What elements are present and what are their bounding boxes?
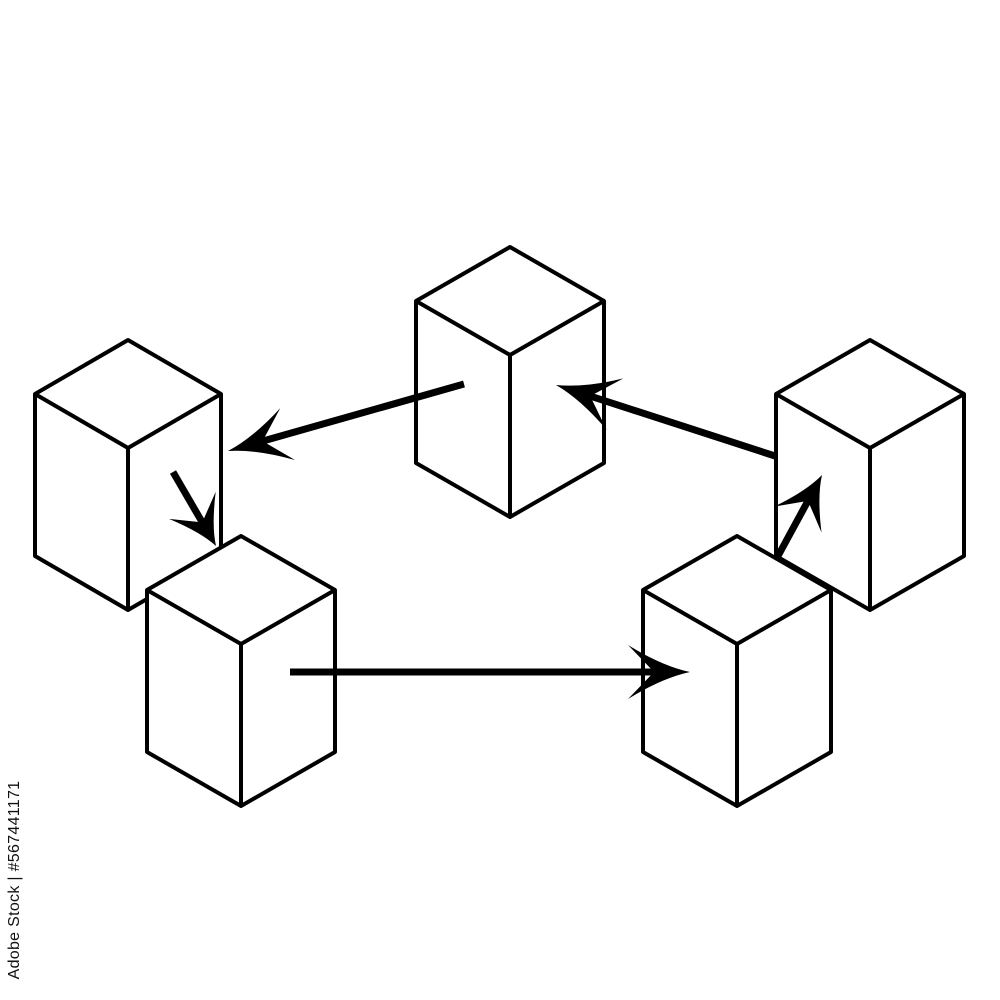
arrowhead (556, 378, 624, 430)
arrow-shaft (589, 392, 777, 460)
cube-edge-left (33, 392, 130, 450)
cube-right-block (774, 338, 966, 612)
stock-id-text: Adobe Stock | #567441171 (6, 780, 23, 980)
arrow-left-block-to-lower-left-block (169, 470, 216, 546)
cube-lower-right-block (641, 534, 833, 808)
arrow-shaft (774, 499, 812, 558)
arrowhead (628, 645, 690, 699)
arrowhead (774, 475, 822, 533)
cubes-layer (33, 245, 966, 808)
arrow-lower-left-block-to-lower-right-block (290, 645, 690, 699)
cube-edge-right (126, 392, 223, 450)
arrowhead (169, 491, 216, 546)
cube-edge-left (775, 392, 871, 450)
arrow-shaft (261, 380, 465, 445)
cube-top-block (414, 245, 606, 519)
arrow-shaft (169, 470, 206, 525)
cube-edge-right (240, 588, 336, 646)
arrowhead (228, 408, 296, 461)
arrow-right-block-to-top-block (556, 378, 777, 460)
edges-layer (169, 378, 822, 699)
cube-edge-left (642, 588, 738, 646)
cube-edge-right (509, 299, 605, 357)
stock-id-watermark: Adobe Stock | #567441171 (2, 775, 28, 985)
cube-left-block (33, 338, 223, 612)
cube-edge-right (736, 588, 832, 646)
cube-lower-left-block (145, 534, 337, 808)
cube-edge-right (869, 392, 965, 450)
arrow-top-block-to-left-block (228, 380, 465, 461)
cube-edge-left (146, 588, 242, 646)
cube-edge-left (415, 299, 511, 357)
arrow-lower-right-block-to-right-block (774, 475, 822, 558)
